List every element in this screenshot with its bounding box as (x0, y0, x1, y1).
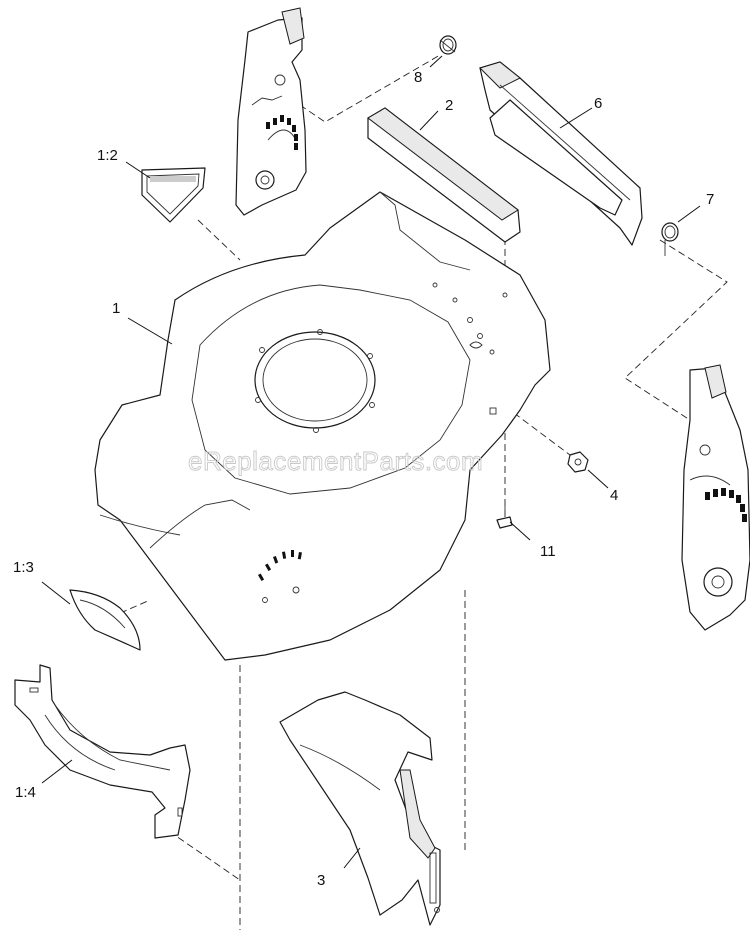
part-1-4-mulch-plate (14, 664, 191, 839)
callout-11: 11 (540, 543, 556, 560)
part-3-discharge-chute (279, 691, 441, 926)
spring-8 (439, 35, 457, 55)
callout-1-2: 1:2 (97, 147, 118, 164)
callouts: 1 1:2 1:3 1:4 2 3 4 6 7 8 11 (13, 69, 714, 889)
callout-2: 2 (445, 97, 453, 114)
part-11-screw (496, 505, 513, 529)
part-2-cover (367, 107, 521, 243)
callout-6: 6 (594, 95, 602, 112)
callout-4: 4 (610, 487, 618, 504)
callout-1: 1 (112, 300, 120, 317)
watermark: eReplacementParts.com (188, 446, 483, 476)
part-1-mower-deck (94, 191, 551, 661)
part-6-rear-door (479, 61, 643, 246)
part-1-2-label (141, 167, 206, 223)
leader-lines (41, 55, 701, 869)
left-height-adjuster (235, 7, 307, 216)
part-4-nut (567, 451, 589, 473)
part-1-3-decal (69, 589, 141, 651)
right-height-adjuster (681, 364, 750, 631)
callout-7: 7 (706, 191, 714, 208)
spring-7 (661, 222, 679, 256)
callout-1-3: 1:3 (13, 559, 34, 576)
callout-3: 3 (317, 872, 325, 889)
callout-8: 8 (414, 69, 422, 86)
callout-1-4: 1:4 (15, 784, 36, 801)
